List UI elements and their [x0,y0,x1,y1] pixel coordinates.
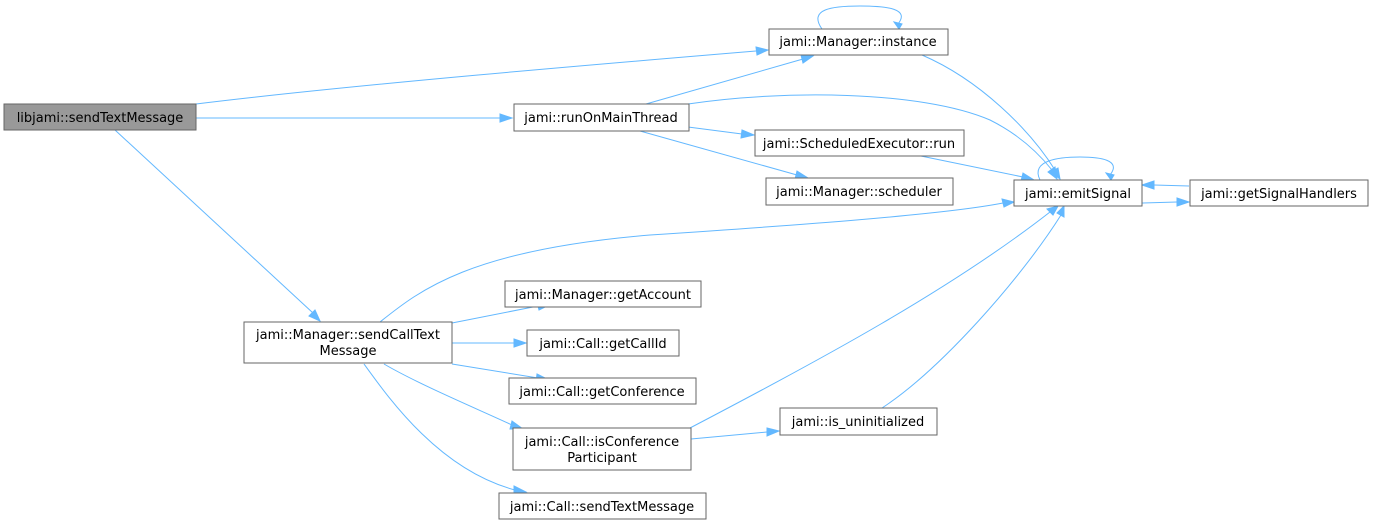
node-manager-sendCallTextMessage[interactable]: jami::Manager::sendCallText Message [243,321,453,364]
node-label: jami::ScheduledExecutor::run [762,137,955,152]
edge-sendCallTextMessage-to-getCallId [452,338,528,348]
node-manager-getAccount[interactable]: jami::Manager::getAccount [504,280,702,308]
node-label: jami::Call::getCallId [538,337,666,352]
edge-getSignalHandlers-to-emitSignal [1140,180,1190,190]
node-label: jami::Manager::scheduler [775,185,942,200]
node-label-line1: jami::Call::isConference [524,435,679,450]
node-label: libjami::sendTextMessage [17,111,184,126]
edge-runOnMainThread-to-instance [645,54,815,105]
node-label: jami::Manager::instance [778,35,936,50]
node-libjami-sendTextMessage[interactable]: libjami::sendTextMessage [3,103,197,131]
node-getSignalHandlers[interactable]: jami::getSignalHandlers [1189,179,1369,207]
node-call-isConferenceParticipant[interactable]: jami::Call::isConference Participant [512,427,692,471]
node-label: jami::Manager::getAccount [514,288,691,303]
edge-root-to-runOnMainThread [196,113,514,123]
edge-instance-self [817,5,903,30]
node-label: jami::Call::getConference [518,385,684,400]
edge-root-to-instance [195,46,770,105]
node-label: jami::runOnMainThread [523,111,677,126]
node-manager-scheduler[interactable]: jami::Manager::scheduler [765,177,954,206]
node-call-sendTextMessage[interactable]: jami::Call::sendTextMessage [498,492,707,520]
node-is_uninitialized[interactable]: jami::is_uninitialized [779,407,938,436]
node-label: jami::emitSignal [1024,187,1131,202]
edge-runOnMainThread-to-emitSignal [687,94,1058,181]
edges [114,5,1191,495]
edge-sendCallTextMessage-to-sendTextMessage [363,363,528,495]
edge-isConferenceParticipant-to-emitSignal [689,205,1060,429]
node-scheduledExecutor-run[interactable]: jami::ScheduledExecutor::run [754,129,965,157]
nodes: libjami::sendTextMessage jami::Manager::… [3,28,1369,520]
edge-emitSignal-self [1037,156,1115,181]
node-call-getCallId[interactable]: jami::Call::getCallId [526,329,680,357]
edge-is_uninitialized-to-emitSignal [881,204,1065,409]
node-call-getConference[interactable]: jami::Call::getConference [508,377,697,405]
edge-runOnMainThread-to-run [687,126,756,139]
node-label: jami::getSignalHandlers [1200,187,1357,202]
node-label: jami::Call::sendTextMessage [509,500,694,515]
node-manager-instance[interactable]: jami::Manager::instance [768,28,949,56]
node-label-line2: Participant [567,451,637,466]
node-label-line1: jami::Manager::sendCallText [255,328,440,343]
node-runOnMainThread[interactable]: jami::runOnMainThread [513,103,690,132]
node-emitSignal[interactable]: jami::emitSignal [1013,179,1143,207]
edge-root-to-sendCallTextMessage [114,129,322,323]
edge-run-to-emitSignal [915,154,1036,182]
node-label-line2: Message [320,344,377,359]
node-label: jami::is_uninitialized [791,415,924,430]
edge-emitSignal-to-getSignalHandlers [1141,197,1191,207]
edge-sendCallTextMessage-to-isConferenceParticipant [383,363,525,430]
edge-isConferenceParticipant-to-is_uninitialized [690,427,781,440]
edge-sendCallTextMessage-to-emitSignal [379,198,1016,323]
